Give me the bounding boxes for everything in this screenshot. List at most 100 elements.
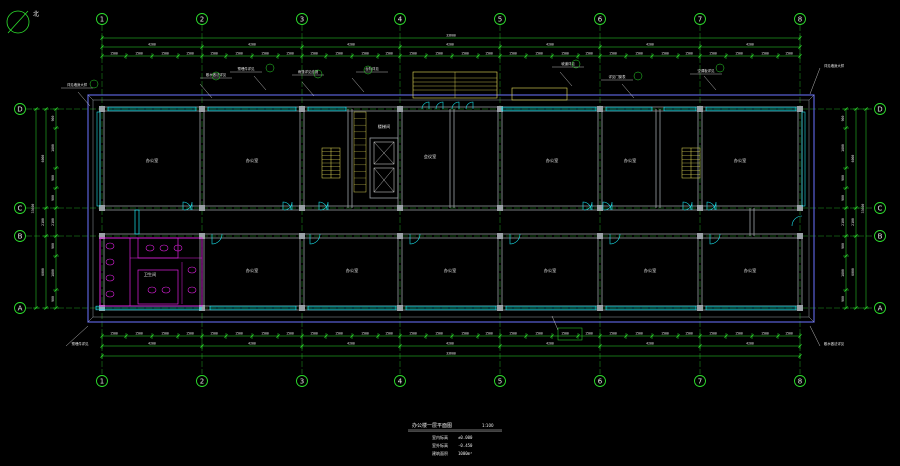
dim-openings-top-slash [650,54,654,58]
dim-depth-left-openings-text: 900 [51,296,55,302]
dim-openings-bottom-text: 1500 [735,332,743,336]
callout-text-8: 空调板详见 [698,68,716,73]
dim-openings-top-slash [576,54,580,58]
dim-depth-right-openings-text: 900 [841,175,845,181]
dim-axes-bottom-text: 4200 [546,342,554,346]
dim-overall-top-text: 33600 [446,34,456,38]
room-label-9: 办公室 [246,267,259,274]
door-south-room-4 [509,233,521,245]
dim-depth-left-axes-text: 6000 [41,268,45,276]
dim-openings-bottom-slash [350,334,354,338]
dim-openings-top-slash [450,54,454,58]
dim-openings-bottom-slash [376,334,380,338]
grid-bubble-2-top [196,13,208,25]
room-label-2: 办公室 [246,157,259,164]
column [397,233,403,239]
dim-openings-bottom-text: 1500 [535,332,543,336]
dim-openings-top-slash [524,54,528,58]
column [199,106,205,112]
dim-openings-top-text: 1500 [161,52,169,56]
column [597,106,603,112]
dim-axes-bottom-text: 4200 [646,342,654,346]
dim-openings-top-slash [376,54,380,58]
door-north-room-5 [602,201,612,211]
column [697,106,703,112]
dim-depth-left-openings-slash [54,166,58,170]
dim-openings-bottom-slash [650,334,654,338]
grid-label-3: 3 [300,16,304,24]
dim-openings-bottom-slash [450,334,454,338]
dim-openings-bottom-slash [550,334,554,338]
dim-openings-top-text: 1500 [435,52,443,56]
column [397,205,403,211]
dim-axes-top-text: 4200 [347,43,355,47]
column [397,305,403,311]
dim-openings-top-text: 1500 [110,52,118,56]
column [697,205,703,211]
apron-corner [87,94,94,101]
dim-openings-top-slash [698,54,702,58]
dim-openings-bottom-text: 1500 [661,332,669,336]
dim-axes-top-text: 4200 [546,43,554,47]
dim-axes-bottom-text: 4200 [746,342,754,346]
callout-box-south [557,327,583,341]
dim-openings-top-text: 1500 [685,52,693,56]
grid-bubble-C-right [874,202,886,214]
callout-leader-6 [559,71,573,87]
grid-label-4: 4 [398,16,403,24]
grid-bubble-8-bottom [794,375,806,387]
elevator-cross [373,141,395,165]
callout-text-5: 台阶详见 [365,66,379,71]
dim-openings-bottom-slash [698,334,702,338]
dim-openings-top-text: 1500 [186,52,194,56]
callout-leader-5 [351,77,365,93]
door-east-exit [791,215,803,227]
grid-label-8: 8 [798,16,802,24]
dim-openings-top-text: 1500 [509,52,517,56]
dim-openings-bottom-text: 1500 [286,332,294,336]
grid-label-1: 1 [100,16,104,24]
dim-axes-top-text: 4200 [148,43,156,47]
grid-bubble-1-bottom [96,375,108,387]
grid-bubble-5-bottom [494,375,506,387]
room-label-8: 卫生间 [144,271,157,278]
dim-openings-top-slash [498,54,502,58]
corner-leader-2 [809,325,821,347]
grid-label-7: 7 [698,378,702,386]
room-label-10: 办公室 [346,267,359,274]
room-label-14: 办公室 [744,267,757,274]
grid-label-8: 8 [798,378,802,386]
dim-openings-top-text: 1500 [261,52,269,56]
grid-label-5: 5 [498,378,502,386]
building-outline-layer [87,94,815,323]
grid-label-6: 6 [598,378,603,386]
drawing-title: 办公楼一层平面图 [412,422,452,429]
callout-leader-south [551,315,559,331]
dim-openings-top-text: 1500 [135,52,143,56]
toilet-fixture-2 [105,258,115,266]
elevator-shaft-2 [373,167,395,193]
door-south-room-3 [409,233,421,245]
grid-bubble-4-bottom [394,375,406,387]
door-north-room-6 [682,201,692,211]
window-east-wall [801,111,806,207]
dim-openings-top-text: 1500 [461,52,469,56]
dim-openings-top-slash [324,54,328,58]
apron-corner [87,316,94,323]
column [99,106,105,112]
callout-text-4: 雨篷详见结施 [298,69,319,74]
note-value-1: ±0.000 [458,435,473,440]
dim-openings-bottom-text: 1500 [761,332,769,336]
dim-depth-left-openings-slash [54,186,58,190]
corner-callout-text-1: 详见墙身大样 [824,63,845,68]
toilet-partition [99,237,131,307]
dim-openings-top-slash [150,54,154,58]
grid-label-3: 3 [300,378,304,386]
dim-axes-top-text: 4200 [746,43,754,47]
callout-leader-2 [199,83,213,99]
grid-bubble-2-bottom [196,375,208,387]
dim-openings-top-text: 1500 [585,52,593,56]
apron-inner-line [92,99,810,318]
corner-callout-text-2: 散水做法详见 [824,341,845,346]
